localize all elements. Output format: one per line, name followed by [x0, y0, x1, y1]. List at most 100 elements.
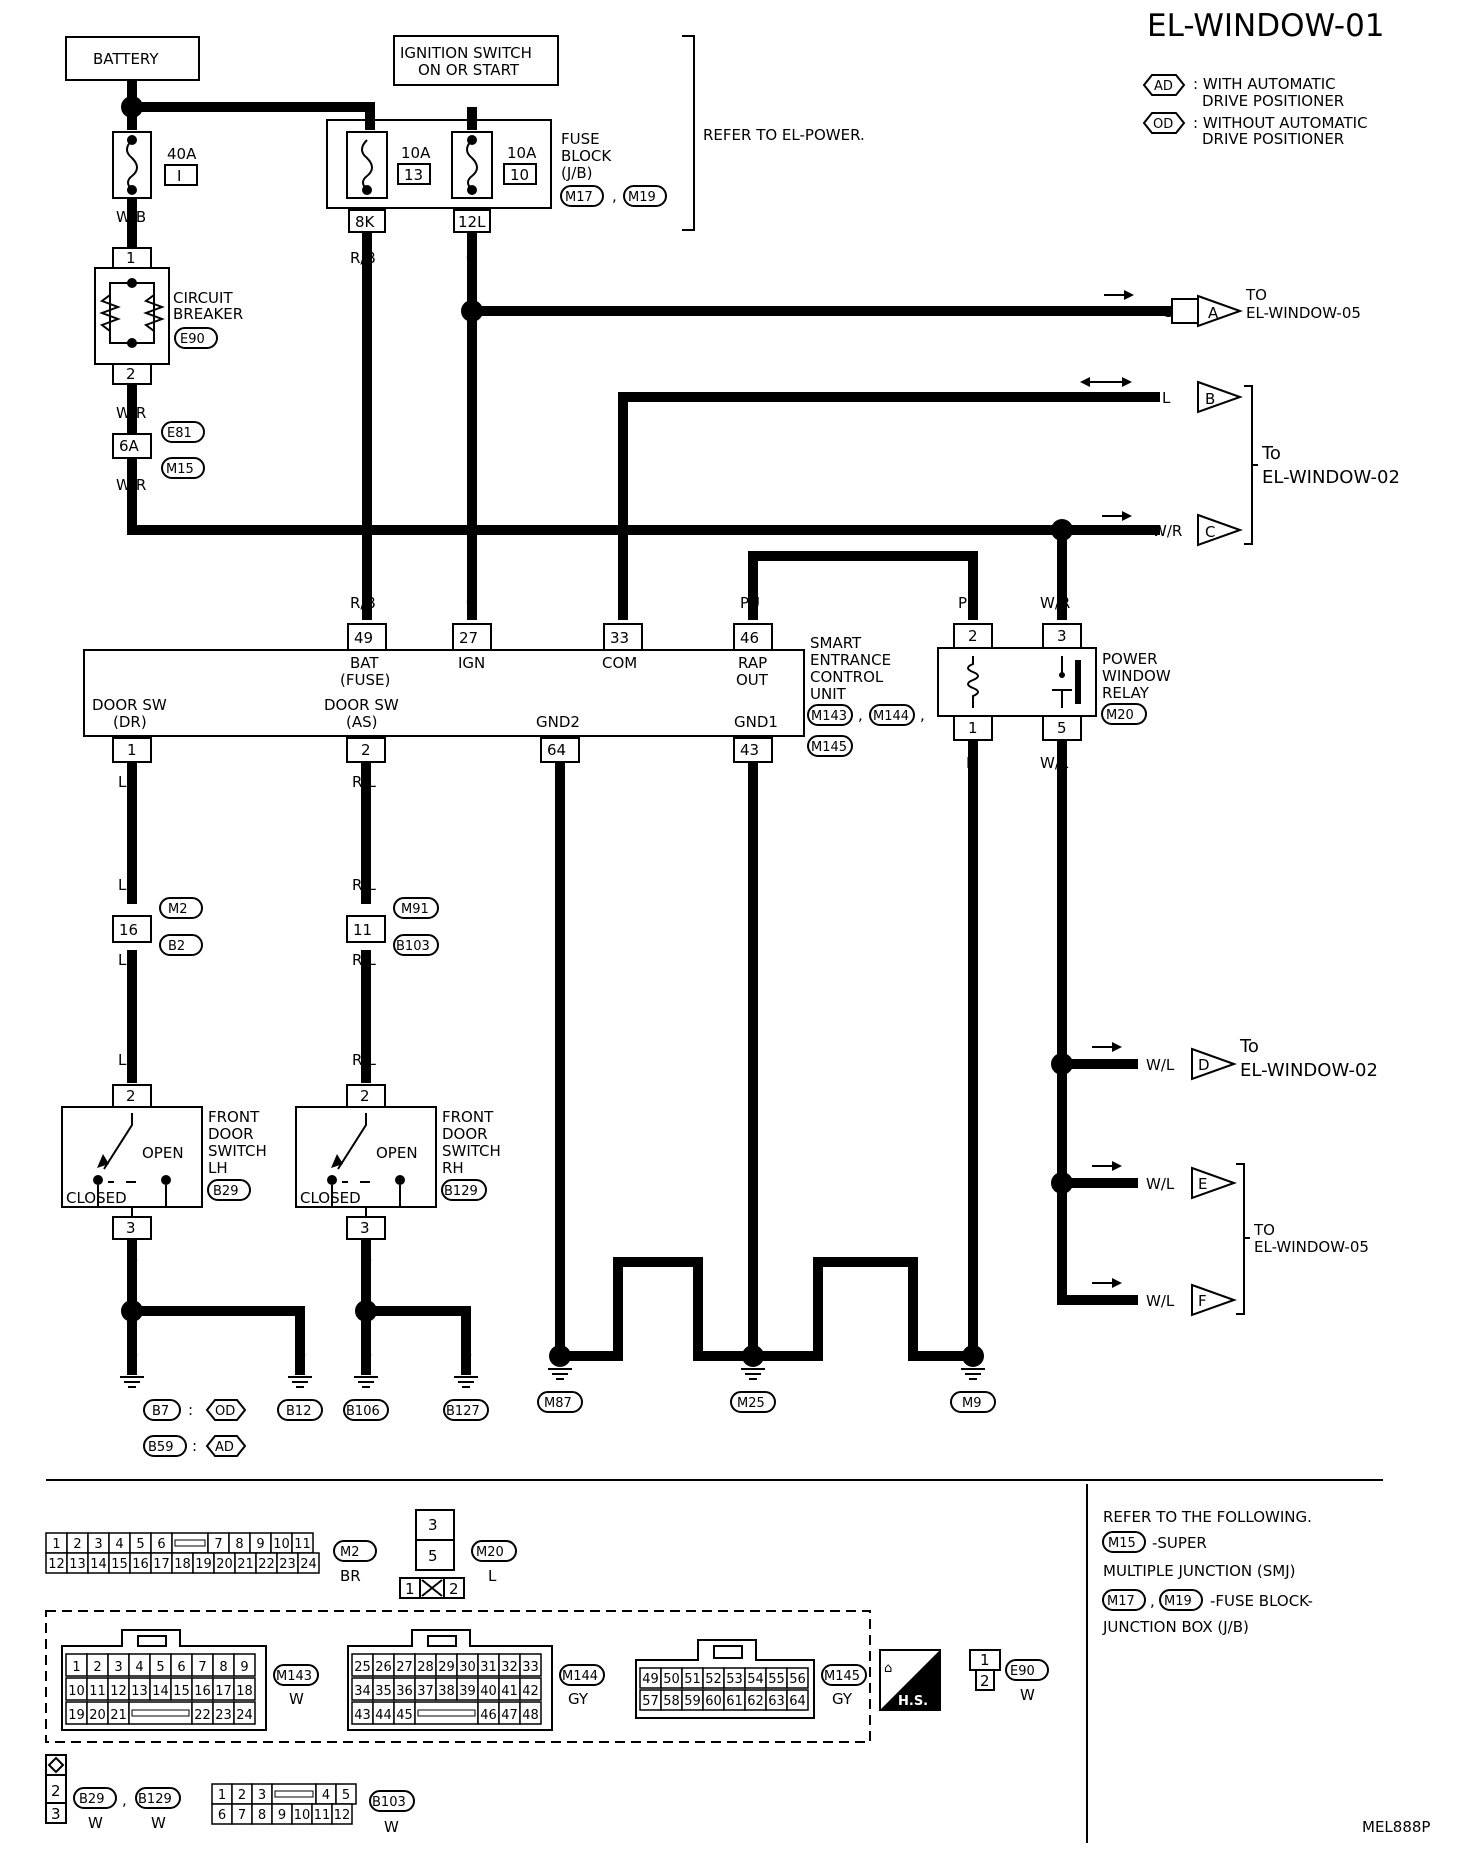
svg-text:EL-WINDOW-05: EL-WINDOW-05 — [1254, 1238, 1369, 1256]
svg-text:2: 2 — [980, 1672, 990, 1690]
svg-text:M9: M9 — [962, 1396, 982, 1411]
connector-pin-number: 35 — [375, 1684, 392, 1699]
svg-text:W/L: W/L — [1146, 1056, 1175, 1074]
connector-pin-number: 8 — [258, 1808, 266, 1823]
svg-text:46: 46 — [740, 629, 759, 647]
svg-text:W/L: W/L — [1146, 1292, 1175, 1310]
connector-pin-number: 49 — [642, 1672, 659, 1687]
svg-text:B103: B103 — [372, 1795, 406, 1810]
connector-pin-number: 64 — [789, 1694, 806, 1709]
connector-pin-number: 14 — [152, 1684, 169, 1699]
connector-pin-number: 21 — [237, 1557, 254, 1572]
svg-text:M2: M2 — [340, 1545, 360, 1560]
svg-text:B: B — [693, 1316, 703, 1334]
output-a: G A TO EL-WINDOW-05 — [1104, 286, 1361, 328]
connector-pin-number: 61 — [726, 1694, 743, 1709]
connector-pin-number: 21 — [110, 1708, 127, 1723]
output-c: W/R C — [1102, 511, 1243, 547]
connector-pin-number: 3 — [258, 1788, 266, 1803]
svg-text:: WITH AUTOMATIC: : WITH AUTOMATIC — [1193, 75, 1336, 93]
connector-pin-number: 22 — [194, 1708, 211, 1723]
svg-text:DOOR: DOOR — [208, 1125, 254, 1143]
svg-text:SMART: SMART — [810, 634, 862, 652]
svg-text:B29: B29 — [213, 1184, 238, 1199]
svg-text:B129: B129 — [444, 1184, 478, 1199]
connector-view-e90: 1 2 E90 W — [969, 1649, 1049, 1704]
svg-text:B: B — [967, 1316, 977, 1334]
svg-text:CLOSED: CLOSED — [66, 1189, 127, 1207]
svg-text:W: W — [289, 1690, 304, 1708]
svg-text:W: W — [151, 1814, 166, 1832]
pin-2-as: DOOR SW (AS) 2 — [324, 696, 399, 763]
connector-pin-number: 24 — [300, 1557, 317, 1572]
ground-symbols — [120, 1368, 985, 1388]
connector-pin-number: 37 — [417, 1684, 434, 1699]
svg-text:M17: M17 — [565, 190, 593, 205]
svg-text:POWER: POWER — [1102, 650, 1158, 668]
svg-text:5: 5 — [1057, 719, 1067, 737]
joint-11: 11 M91 B103 — [346, 897, 439, 956]
svg-text:1: 1 — [968, 719, 978, 737]
connector-pin-number: 12 — [334, 1808, 351, 1823]
svg-text:B29: B29 — [79, 1792, 104, 1807]
connector-pin-number: 30 — [459, 1660, 476, 1675]
connector-pin-number: 57 — [642, 1694, 659, 1709]
svg-text:2: 2 — [361, 741, 371, 759]
connector-cavity — [786, 1689, 809, 1711]
svg-text:RAP: RAP — [738, 654, 767, 672]
svg-text:B: B — [812, 1316, 822, 1334]
connector-pin-number: 11 — [89, 1684, 106, 1699]
wire-g-scu: G — [466, 594, 478, 612]
output-ef-bracket: TO EL-WINDOW-05 — [1236, 1163, 1369, 1315]
svg-text:OD: OD — [215, 1404, 235, 1419]
svg-text:GY: GY — [832, 1690, 853, 1708]
connector-cavity — [233, 1677, 256, 1701]
connector-pin-number: 3 — [94, 1537, 102, 1552]
svg-text:TO: TO — [1253, 1221, 1275, 1239]
svg-text:ON OR START: ON OR START — [418, 61, 520, 79]
pin-46: 46 RAP OUT — [733, 623, 773, 689]
svg-text:H.S.: H.S. — [898, 1694, 928, 1709]
svg-text:W: W — [384, 1818, 399, 1836]
svg-text:-SUPER: -SUPER — [1152, 1534, 1207, 1552]
connector-pin-number: 48 — [522, 1708, 539, 1723]
connector-pin-number: 9 — [240, 1660, 248, 1675]
connector-pin-number: 1 — [52, 1537, 60, 1552]
svg-text:(J/B): (J/B) — [561, 164, 592, 182]
connector-pin-number: 17 — [153, 1557, 170, 1572]
svg-text:B: B — [128, 1344, 138, 1362]
connector-pin-number: 19 — [68, 1708, 85, 1723]
connector-key — [171, 1532, 209, 1554]
svg-text:F: F — [1198, 1292, 1207, 1310]
connector-pin-number: 7 — [238, 1808, 246, 1823]
svg-text:2: 2 — [360, 1087, 370, 1105]
svg-text:M87: M87 — [544, 1396, 572, 1411]
svg-text:B: B — [462, 1344, 472, 1362]
connector-pin-number: 55 — [768, 1672, 785, 1687]
connector-pin-number: 10 — [273, 1537, 290, 1552]
svg-text:⌂: ⌂ — [884, 1661, 892, 1676]
connector-pin-number: 4 — [322, 1788, 330, 1803]
svg-text:BR: BR — [340, 1567, 361, 1585]
svg-text:IGN: IGN — [458, 654, 485, 672]
pin-27: 27 IGN — [452, 623, 492, 672]
svg-text:TO: TO — [1245, 286, 1267, 304]
connector-pin-number: 39 — [459, 1684, 476, 1699]
svg-text:(DR): (DR) — [113, 713, 147, 731]
svg-text:M145: M145 — [811, 740, 847, 755]
connector-pin-number: 12 — [48, 1557, 65, 1572]
svg-text:DOOR: DOOR — [442, 1125, 488, 1143]
svg-text:,: , — [612, 187, 617, 205]
svg-text:: WITHOUT AUTOMATIC: : WITHOUT AUTOMATIC — [1193, 114, 1368, 132]
connector-pin-number: 40 — [480, 1684, 497, 1699]
svg-text::: : — [188, 1401, 193, 1419]
connector-pin-number: 42 — [522, 1684, 539, 1699]
svg-text:MULTIPLE JUNCTION (SMJ): MULTIPLE JUNCTION (SMJ) — [1103, 1562, 1296, 1580]
power-window-relay: 2 3 1 5 POWER WINDOW RELAY M20 — [937, 623, 1171, 741]
ground-labels: B7 : OD B12 B59 : AD B106 B127 M87 M25 M… — [143, 1391, 996, 1457]
svg-text:16: 16 — [119, 921, 138, 939]
svg-text:B2: B2 — [168, 939, 185, 954]
connector-pin-number: 20 — [216, 1557, 233, 1572]
connector-pin-number: 33 — [522, 1660, 539, 1675]
svg-text:B: B — [907, 1316, 917, 1334]
